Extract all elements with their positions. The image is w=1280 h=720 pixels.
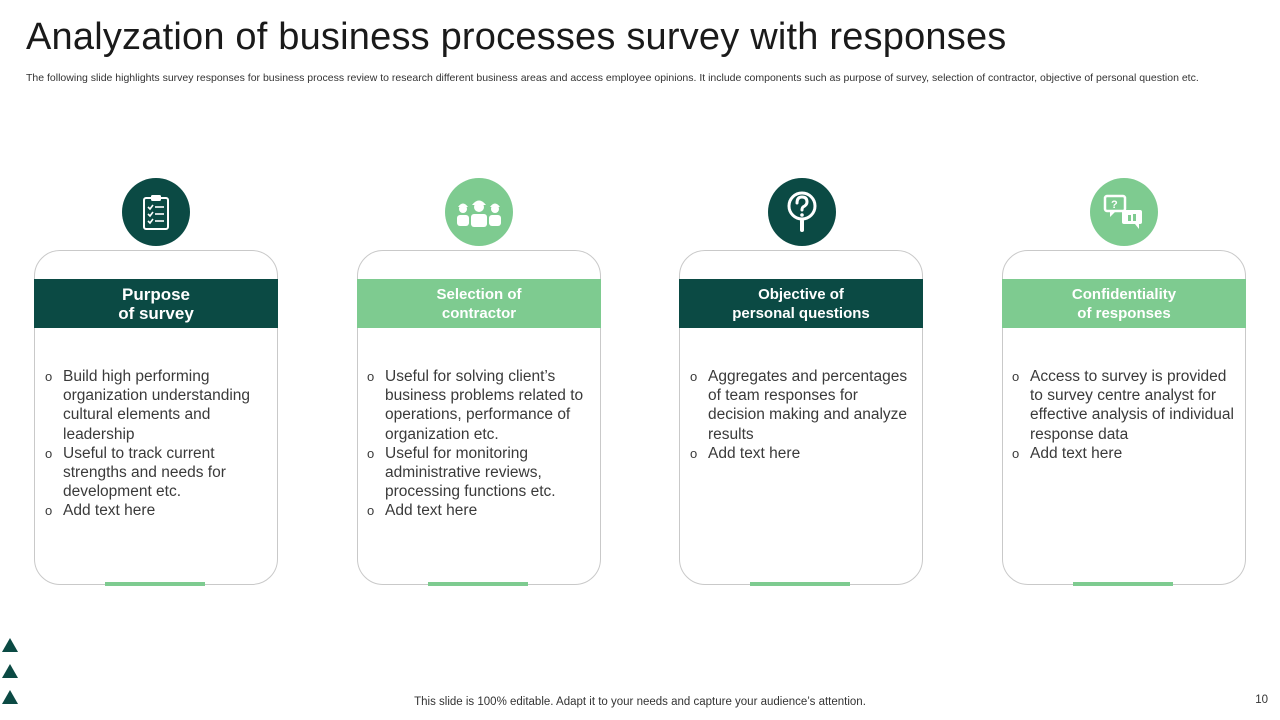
card-heading-line1: Objective of xyxy=(758,285,844,303)
slide-footer: This slide is 100% editable. Adapt it to… xyxy=(414,696,866,708)
card-heading-line2: contractor xyxy=(441,304,517,322)
svg-text:?: ? xyxy=(1111,199,1118,211)
card-heading: Selection of contractor xyxy=(357,279,601,328)
triangle-decoration-icon xyxy=(2,664,18,678)
question-search-icon xyxy=(768,178,836,246)
chat-bubbles-icon: ? xyxy=(1090,178,1158,246)
card-heading: Purpose of survey xyxy=(34,279,278,328)
workers-team-icon xyxy=(445,178,513,246)
triangle-decoration-icon xyxy=(2,690,18,704)
card-accent-line xyxy=(105,582,205,586)
slide-subtitle: The following slide highlights survey re… xyxy=(26,72,1199,84)
card-heading: Objective of personal questions xyxy=(679,279,923,328)
card-accent-line xyxy=(750,582,850,586)
slide-title: Analyzation of business processes survey… xyxy=(26,16,1007,58)
card-heading-line2: of responses xyxy=(1077,304,1171,322)
card-accent-line xyxy=(428,582,528,586)
card-heading-line2: of survey xyxy=(118,303,194,323)
card-heading-line1: Purpose xyxy=(121,284,191,304)
card-heading: Confidentiality of responses xyxy=(1002,279,1246,328)
card-accent-line xyxy=(1073,582,1173,586)
triangle-decoration-icon xyxy=(2,638,18,652)
card-heading-line1: Selection of xyxy=(436,285,522,303)
card-heading-line2: personal questions xyxy=(732,304,870,322)
clipboard-checklist-icon xyxy=(122,178,190,246)
card-heading-line1: Confidentiality xyxy=(1071,285,1177,303)
page-number: 10 xyxy=(1255,694,1268,706)
